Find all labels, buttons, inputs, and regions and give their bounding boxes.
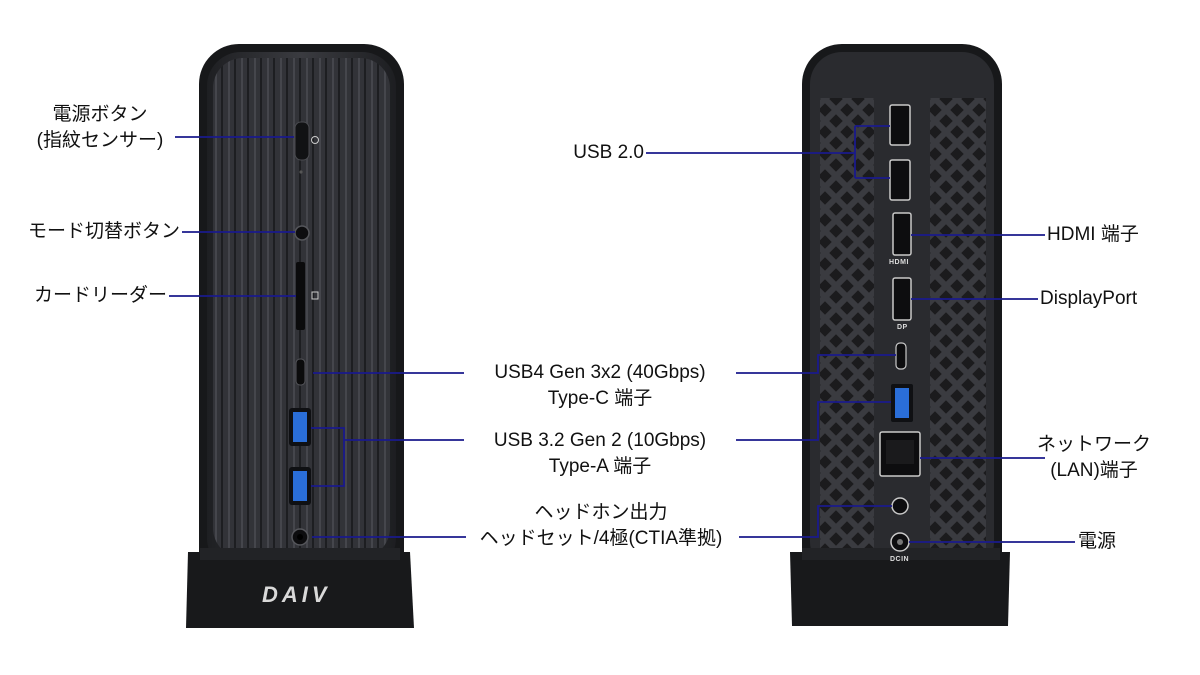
label-line: (LAN)端子 <box>1050 460 1138 481</box>
front-chassis <box>186 44 414 628</box>
label-line: ヘッドセット/4極(CTIA準拠) <box>479 528 723 549</box>
audio-rear-leader <box>739 505 892 538</box>
label-mode-switch: モード切替ボタン <box>27 221 180 242</box>
label-line: ヘッドホン出力 <box>534 502 668 523</box>
label-usb32: USB 3.2 Gen 2 (10Gbps) Type-A 端子 <box>464 428 736 480</box>
label-line: Type-A 端子 <box>548 456 652 477</box>
label-lan: ネットワーク (LAN)端子 <box>1034 432 1154 484</box>
front-controls <box>289 121 319 546</box>
usb4-rear-leader <box>736 354 896 374</box>
label-line: ネットワーク <box>1036 434 1151 455</box>
label-audio: ヘッドホン出力 ヘッドセット/4極(CTIA準拠) <box>464 500 738 552</box>
label-card-reader: カードリーダー <box>33 285 167 306</box>
label-dc-power: 電源 <box>1078 531 1117 552</box>
label-usb4: USB4 Gen 3x2 (40Gbps) Type-C 端子 <box>464 360 736 412</box>
label-line: USB4 Gen 3x2 (40Gbps) <box>494 362 706 383</box>
label-line: (指紋センサー) <box>36 130 164 151</box>
label-line: Type-C 端子 <box>547 388 653 409</box>
usb2-leader <box>646 125 890 179</box>
label-hdmi: HDMI 端子 <box>1047 224 1139 245</box>
dp-mark: DP <box>897 324 908 331</box>
leader-lines <box>169 125 1075 543</box>
hdmi-mark: HDMI <box>889 259 909 266</box>
usb32-leader <box>311 427 464 487</box>
dcin-mark: DCIN <box>890 556 910 563</box>
label-usb2: USB 2.0 <box>573 142 644 163</box>
brand-logo: DAIV <box>262 582 331 607</box>
label-line: 電源ボタン <box>52 104 148 125</box>
label-line: USB 3.2 Gen 2 (10Gbps) <box>493 430 707 451</box>
rear-ports <box>879 104 921 552</box>
label-power-button: 電源ボタン (指紋センサー) <box>30 102 170 154</box>
usb32-rear-leader <box>736 401 891 441</box>
label-displayport: DisplayPort <box>1040 288 1138 309</box>
